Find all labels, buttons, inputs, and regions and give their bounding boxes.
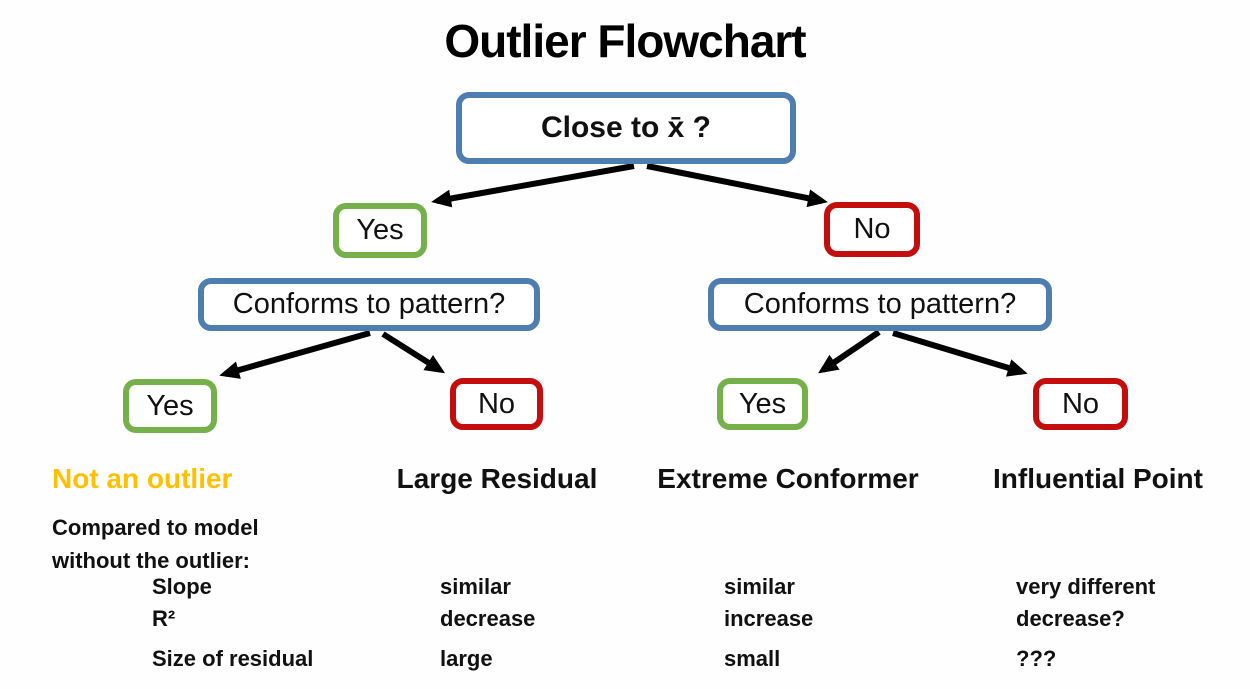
arrow-conforms-left-to-no bbox=[381, 331, 446, 374]
value-influential-point: ??? bbox=[1016, 646, 1057, 671]
node-level2-left-yes: Yes bbox=[123, 379, 217, 433]
metric-label: Size of residual bbox=[152, 646, 314, 671]
value-large-residual: decrease bbox=[440, 606, 536, 631]
arrow-conforms-left-to-yes bbox=[219, 330, 371, 379]
value-influential-point: decrease? bbox=[1016, 606, 1125, 631]
value-extreme-conformer: increase bbox=[724, 606, 814, 631]
arrow-conforms-right-to-yes bbox=[818, 329, 881, 374]
value-influential-point: very different bbox=[1016, 574, 1156, 599]
value-extreme-conformer: small bbox=[724, 646, 781, 671]
node-close-to-xbar: Close to x̄ ? bbox=[456, 92, 796, 164]
arrow-conforms-right-to-no bbox=[892, 330, 1028, 377]
value-extreme-conformer: similar bbox=[724, 574, 795, 599]
outcome-large-residual: Large Residual bbox=[396, 463, 598, 494]
metric-label: R² bbox=[152, 606, 176, 631]
outcome-extreme-conformer: Extreme Conformer bbox=[657, 463, 919, 494]
value-large-residual: similar bbox=[440, 574, 511, 599]
node-level2-left-no: No bbox=[450, 378, 543, 430]
node-level2-right-yes: Yes bbox=[717, 378, 808, 430]
node-level1-no: No bbox=[824, 202, 920, 257]
outcome-influential-point: Influential Point bbox=[993, 463, 1203, 494]
comparison-intro: Compared to model without the outlier: bbox=[52, 511, 259, 577]
node-conforms-right: Conforms to pattern? bbox=[708, 278, 1052, 331]
node-level1-yes: Yes bbox=[333, 203, 427, 258]
node-level2-right-no: No bbox=[1033, 378, 1128, 430]
arrow-root-to-yes bbox=[431, 163, 635, 208]
comparison-intro-line1: Compared to model bbox=[52, 515, 259, 540]
value-large-residual: large bbox=[440, 646, 493, 671]
comparison-intro-line2: without the outlier: bbox=[52, 548, 250, 573]
node-conforms-left: Conforms to pattern? bbox=[198, 278, 540, 331]
outcome-not-an-outlier: Not an outlier bbox=[52, 463, 233, 494]
metric-label: Slope bbox=[152, 574, 212, 599]
arrow-root-to-no bbox=[646, 163, 828, 208]
page-title: Outlier Flowchart bbox=[444, 15, 806, 67]
